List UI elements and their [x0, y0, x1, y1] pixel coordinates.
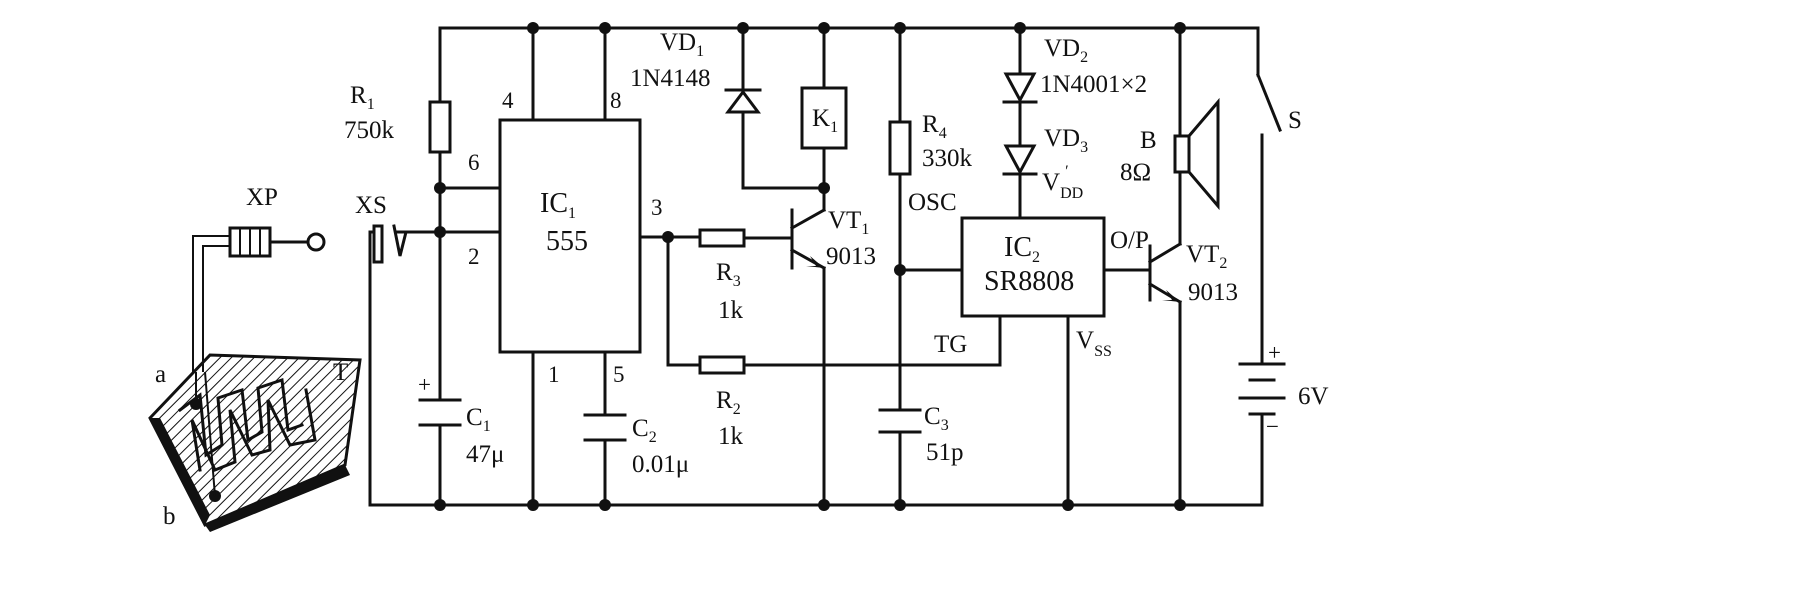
c1-label: C1 [466, 404, 491, 435]
vd2-part: 1N4001×2 [1040, 71, 1147, 98]
junction-pin4 [527, 22, 539, 34]
sensor-t [148, 353, 362, 532]
c1-value: 47μ [466, 441, 504, 468]
junction-k1-bottom [818, 182, 830, 194]
c2-capacitor [583, 413, 627, 442]
junction-pin6 [434, 182, 446, 194]
ic1-pin2: 2 [468, 244, 480, 269]
battery-value: 6V [1298, 383, 1329, 410]
junction-pin3 [662, 231, 674, 243]
junction-osc [894, 264, 906, 276]
ic1-pin1: 1 [548, 362, 560, 387]
vd1-diode [724, 26, 826, 190]
switch-s [1256, 73, 1282, 366]
top-rail [438, 26, 1260, 77]
vd1-part: 1N4148 [630, 65, 711, 92]
r1-resistor [428, 26, 452, 507]
tg-label: TG [934, 331, 967, 358]
ic1-pin5: 5 [613, 362, 625, 387]
xs-jack [372, 224, 439, 264]
vd3-label: VD3 [1044, 125, 1088, 156]
op-label: O/P [1110, 227, 1149, 254]
xp-plug [192, 226, 326, 372]
junction-r4-top [894, 22, 906, 34]
ic1-pin3: 3 [651, 195, 663, 220]
r2-resistor [698, 314, 1002, 375]
vss-label: VSS [1076, 327, 1112, 360]
r4-resistor [888, 26, 964, 507]
speaker-value: 8Ω [1120, 159, 1151, 186]
battery-6v [1238, 362, 1286, 460]
junction-speaker-top [1174, 22, 1186, 34]
sensor-a-label: a [155, 361, 166, 388]
junction-vt2-gnd [1174, 499, 1186, 511]
xs-return-wire [368, 230, 377, 507]
vt2-label: VT2 [1186, 241, 1227, 272]
vd2-label: VD2 [1044, 35, 1088, 66]
bottom-rail [368, 456, 1264, 507]
c3-value: 51p [926, 439, 964, 466]
k1-relay [800, 26, 848, 212]
vd3-diode [1002, 144, 1038, 220]
battery-minus: − [1266, 414, 1279, 439]
ic1-pin4: 4 [502, 88, 514, 113]
vt1-label: VT1 [828, 207, 869, 238]
ic1-part: 555 [546, 226, 588, 257]
junction-c1-bottom [434, 499, 446, 511]
speaker-label: B [1140, 127, 1157, 154]
vt2-transistor [1147, 158, 1183, 507]
ic1-pin8: 8 [610, 88, 622, 113]
ic1-555-chip [498, 26, 642, 507]
ic2-part: SR8808 [984, 266, 1074, 297]
c2-value: 0.01μ [632, 451, 689, 478]
junction-vt1-gnd [818, 499, 830, 511]
r3-label: R3 [716, 259, 741, 290]
junction-pin2 [434, 226, 446, 238]
vdd-label: VDD′ [1042, 163, 1083, 202]
junction-vd1-top [737, 22, 749, 34]
ic1-name: IC1 [540, 188, 576, 222]
ic1-pin6: 6 [468, 150, 480, 175]
speaker-b [1173, 26, 1220, 211]
switch-label: S [1288, 107, 1302, 134]
c2-label: C2 [632, 415, 657, 446]
vt1-transistor [789, 207, 827, 507]
battery-plus: + [1268, 340, 1281, 365]
xp-label: XP [246, 184, 278, 211]
sensor-label: T [333, 359, 348, 386]
vd1-label: VD1 [660, 29, 704, 60]
r1-value: 750k [344, 117, 395, 144]
pin3-wires [638, 235, 702, 367]
r4-value: 330k [922, 145, 973, 172]
c1-capacitor [418, 398, 462, 427]
junction-k1-top [818, 22, 830, 34]
ic2-name: IC2 [1004, 232, 1040, 266]
c1-polarity: + [418, 372, 431, 397]
osc-label: OSC [908, 189, 957, 216]
vd2-diode [1002, 26, 1038, 148]
junction-c3-gnd [894, 499, 906, 511]
c3-capacitor [878, 408, 922, 434]
ic2-sr8808-chip [960, 216, 1152, 507]
vt2-part: 9013 [1188, 279, 1238, 306]
junction-pin1-gnd [527, 499, 539, 511]
r3-value: 1k [718, 297, 744, 324]
vt1-part: 9013 [826, 243, 876, 270]
pin6-pin2-wires [394, 186, 502, 234]
sensor-b-label: b [163, 503, 176, 530]
c3-label: C3 [924, 403, 949, 434]
junction-pin8 [599, 22, 611, 34]
junction-vd2-top [1014, 22, 1026, 34]
k1-label: K1 [812, 105, 838, 136]
r2-value: 1k [718, 423, 744, 450]
junction-c2-gnd [599, 499, 611, 511]
r4-label: R4 [922, 111, 947, 142]
xs-label: XS [355, 192, 387, 219]
junction-vss-gnd [1062, 499, 1074, 511]
r3-resistor [698, 228, 794, 248]
r2-label: R2 [716, 387, 741, 418]
r1-label: R1 [350, 82, 375, 113]
